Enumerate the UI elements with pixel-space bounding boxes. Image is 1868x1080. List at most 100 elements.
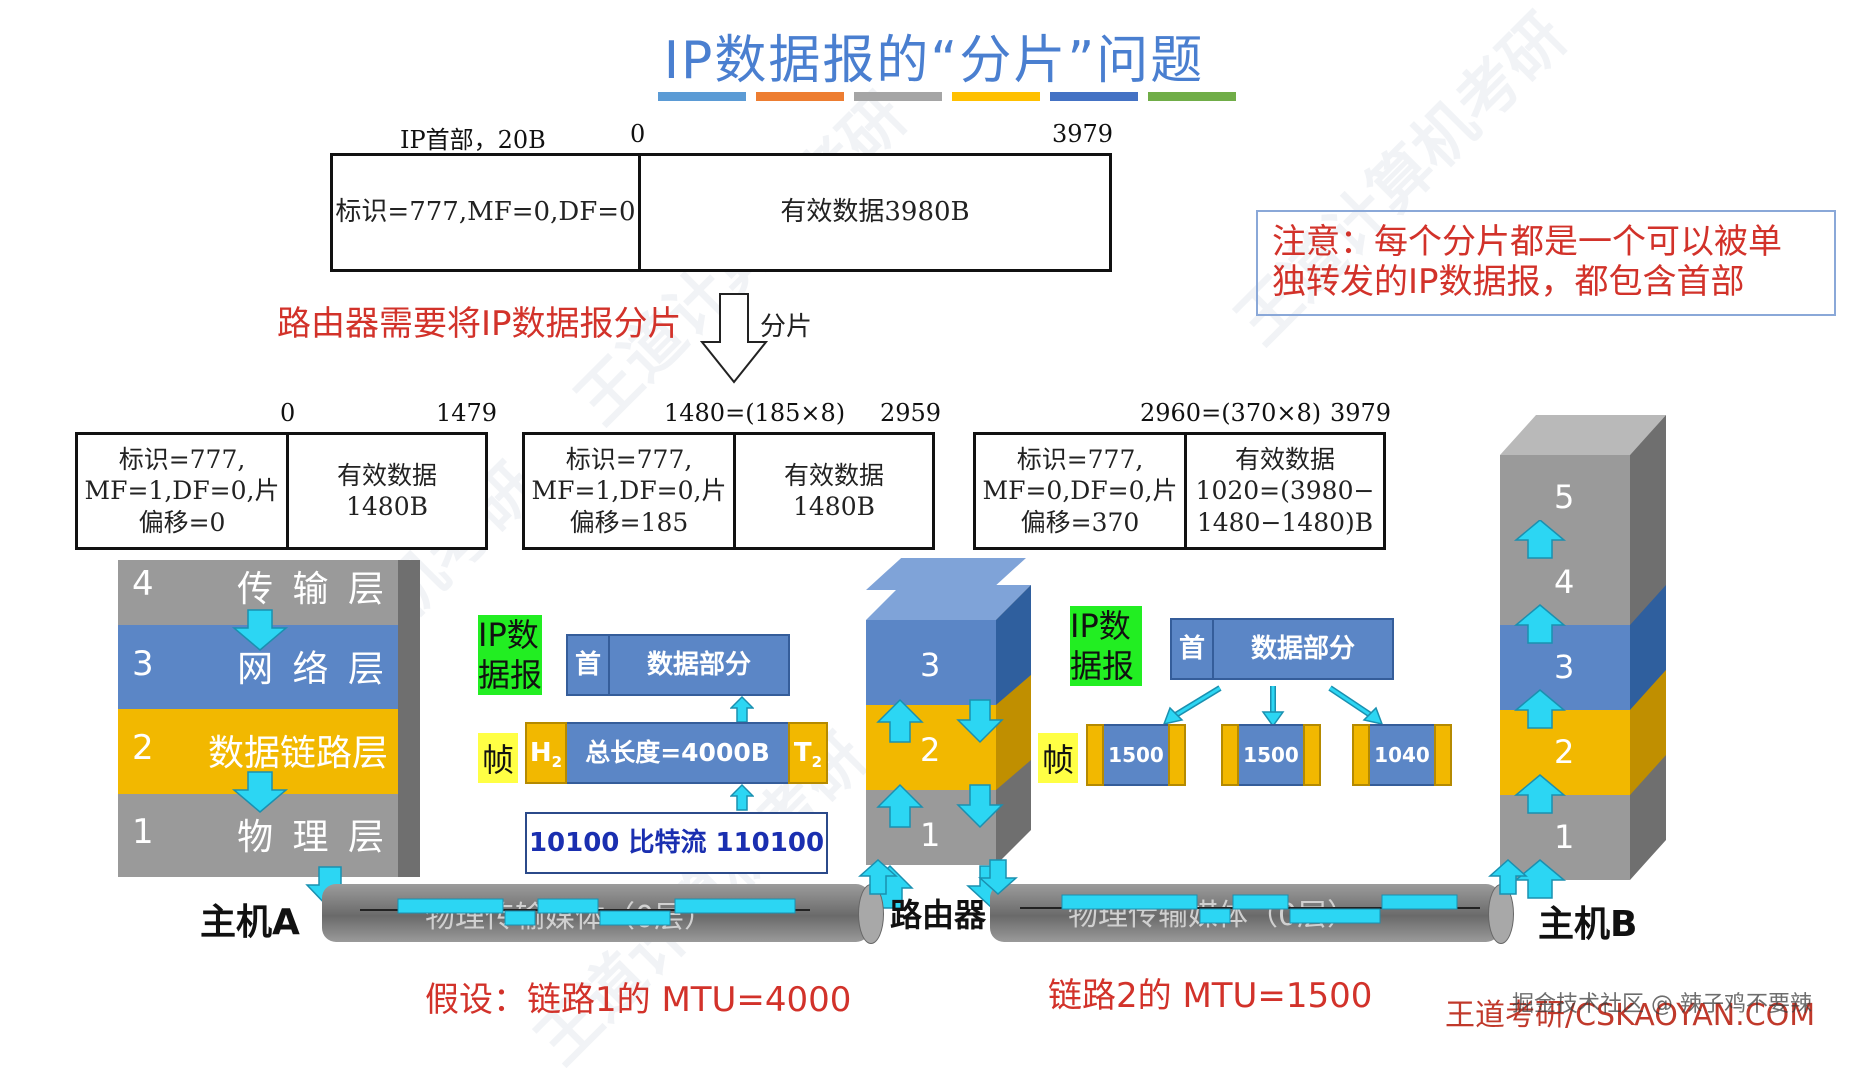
host-b-num-1: 1 [1554, 818, 1575, 856]
frame-trailer [1168, 724, 1186, 786]
left-frame-h2: H2 [525, 722, 567, 784]
left-up-arrow-2 [730, 784, 754, 811]
fragment-data-line: 有效数据 [336, 460, 437, 490]
frame-header [1086, 724, 1104, 786]
host-a-stack [118, 560, 420, 877]
left-frame-h2-text: H [529, 738, 552, 768]
right-frame-tag: 帧 [1038, 733, 1079, 783]
mtu-link-1: 假设：链路1的 MTU=4000 [425, 980, 852, 1020]
left-up-arrow-1 [730, 696, 754, 723]
host-a-down-arrows [231, 609, 289, 813]
fragment-header-line: MF=1,DF=0,片 [531, 476, 727, 506]
fragment-data-line: 1020=(3980− [1195, 476, 1375, 506]
host-a-name-3: 网 络 层 [237, 649, 388, 690]
host-a-name-4: 传 输 层 [237, 569, 388, 610]
offset-start-label: 0 [630, 120, 646, 148]
datagram-data-text: 有效数据3980B [780, 197, 970, 228]
fragment-header-line: 标识=777, [118, 445, 246, 475]
host-b-num-5: 5 [1554, 478, 1575, 516]
router-label: 路由器 [890, 896, 987, 934]
fragment-header-line: 标识=777, [1016, 445, 1144, 475]
datagram-data-cell: 有效数据3980B [641, 156, 1109, 269]
left-ip-tag-line1: IP数 [478, 616, 539, 654]
router-num-3: 3 [920, 646, 941, 684]
fragment-offset-end: 1479 [436, 399, 498, 427]
fragment-offset-end: 3979 [1330, 399, 1392, 427]
right-frame: 1500 [1221, 724, 1321, 786]
left-ip-tag: IP数 据报 [478, 615, 542, 695]
frame-size: 1040 [1370, 724, 1434, 786]
fragment-header-line: 偏移=185 [569, 507, 689, 537]
frame-size: 1500 [1104, 724, 1168, 786]
title-underline-segment [1050, 92, 1138, 101]
fragment-header-cell: 标识=777,MF=1,DF=0,片偏移=0 [78, 435, 289, 547]
title-underline-segment [1148, 92, 1236, 101]
left-ip-datagram: 首 数据部分 [566, 634, 790, 696]
frame-trailer [1303, 724, 1321, 786]
host-a-num-1: 1 [132, 812, 154, 852]
fragment-data-line: 有效数据 [783, 460, 884, 490]
host-b-stack [1500, 415, 1666, 880]
left-bitstream: 10100 比特流 110100 [525, 812, 828, 874]
fragment-offset-start: 2960=(370×8) [1140, 399, 1322, 427]
host-b-num-4: 4 [1554, 563, 1575, 601]
fragment-header-line: 偏移=370 [1020, 507, 1140, 537]
link-2-medium [990, 884, 1500, 942]
host-a-side [398, 560, 420, 877]
host-b-up-arrows [1513, 520, 1567, 899]
link-1-signal [360, 898, 810, 926]
frame-trailer [1434, 724, 1452, 786]
left-frame-t2-text: T [793, 738, 812, 768]
title-underline-segment [658, 92, 746, 101]
router-3d [866, 585, 1031, 865]
host-a-label: 主机A [200, 902, 300, 943]
right-frame: 1500 [1086, 724, 1186, 786]
datagram-header-cell: 标识=777,MF=0,DF=0 [333, 156, 641, 269]
frame-header [1352, 724, 1370, 786]
footer-brand: 王道考研/CSKAOYAN.COM [1445, 998, 1816, 1033]
fragment-header-line: 标识=777, [565, 445, 693, 475]
frame-header [1221, 724, 1239, 786]
host-b-entry-arrow [1488, 858, 1528, 895]
host-b-num-2: 2 [1554, 733, 1575, 771]
fragment-header-cell: 标识=777,MF=0,DF=0,片偏移=370 [976, 435, 1187, 547]
fragment-arrow-label: 分片 [760, 312, 813, 342]
left-ip-tag-line2: 据报 [478, 656, 543, 694]
left-frame-tag: 帧 [478, 733, 519, 783]
fragment-offset-end: 2959 [880, 399, 942, 427]
title-underline-segment [952, 92, 1040, 101]
router-exit-arrow [978, 859, 1018, 896]
frame-size: 1500 [1239, 724, 1303, 786]
header-size-label: IP首部，20B [400, 126, 546, 154]
left-ip-data: 数据部分 [646, 650, 751, 680]
router-num-1: 1 [920, 816, 941, 854]
host-a-name-2: 数据链路层 [207, 733, 388, 774]
footer-credit: 掘金技术社区 @ 辣子鸡不要辣 [1512, 992, 1812, 1017]
offset-end-label: 3979 [1052, 120, 1114, 148]
fragment-header-line: MF=1,DF=0,片 [84, 476, 280, 506]
left-ip-head: 首 [568, 636, 610, 694]
fragment-offset-start: 1480=(185×8) [664, 399, 846, 427]
host-a-num-3: 3 [132, 644, 154, 684]
right-split-arrows [1162, 685, 1384, 728]
fragment-data-line: 1480−1480)B [1196, 507, 1374, 537]
left-frame-total-len: 总长度=4000B [567, 722, 788, 784]
right-ip-data: 数据部分 [1250, 634, 1355, 664]
host-a-num-4: 4 [132, 564, 154, 604]
fragment-header-cell: 标识=777,MF=1,DF=0,片偏移=185 [525, 435, 736, 547]
right-ip-datagram: 首 数据部分 [1170, 618, 1394, 680]
original-datagram: 标识=777,MF=0,DF=0 有效数据3980B [330, 153, 1112, 272]
fragment-data-line: 1480B [346, 492, 428, 521]
left-frame-t2: T2 [788, 722, 828, 784]
right-ip-tag: IP数 据报 [1070, 606, 1142, 686]
note-line-1: 注意：每个分片都是一个可以被单 [1272, 222, 1782, 262]
right-ip-head: 首 [1172, 620, 1214, 678]
left-frame-h2-sub: 2 [551, 753, 563, 772]
mtu-link-2: 链路2的 MTU=1500 [1048, 976, 1373, 1016]
page-title: IP数据报的“分片”问题 [663, 31, 1205, 91]
